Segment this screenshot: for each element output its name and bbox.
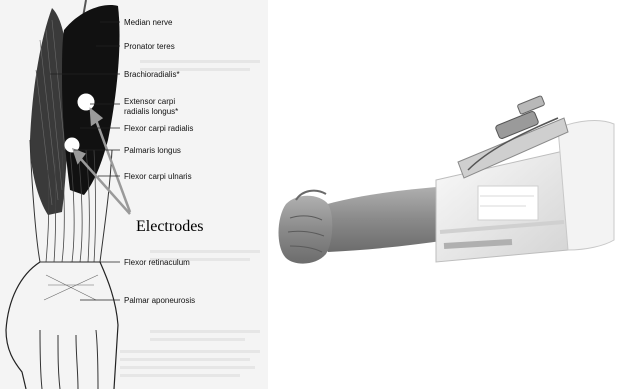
anatomy-diagram: Median nerve Pronator teres Brachioradia… (0, 0, 268, 389)
label-extensor-line2: radialis longus* (124, 107, 178, 116)
hand-outline (6, 262, 118, 389)
label-palmaris-longus: Palmaris longus (124, 146, 181, 155)
forearm-muscle-illustration (0, 0, 268, 389)
label-palmar-aponeurosis: Palmar aponeurosis (124, 296, 195, 305)
label-extensor-line1: Extensor carpi (124, 97, 175, 106)
electrode-upper (78, 94, 94, 110)
brace-shell (558, 121, 614, 250)
brace-photo (268, 0, 619, 389)
label-brachioradialis: Brachioradialis* (124, 70, 180, 79)
label-flexor-retinaculum: Flexor retinaculum (124, 258, 190, 267)
label-flexor-carpi-radialis: Flexor carpi radialis (124, 124, 193, 133)
label-flexor-carpi-ulnaris: Flexor carpi ulnaris (124, 172, 192, 181)
label-pronator-teres: Pronator teres (124, 42, 175, 51)
brace-panel (478, 186, 538, 220)
label-electrodes: Electrodes (136, 218, 204, 236)
fist (279, 196, 333, 264)
forearm-brace-illustration (268, 0, 619, 389)
label-median-nerve: Median nerve (124, 18, 172, 27)
